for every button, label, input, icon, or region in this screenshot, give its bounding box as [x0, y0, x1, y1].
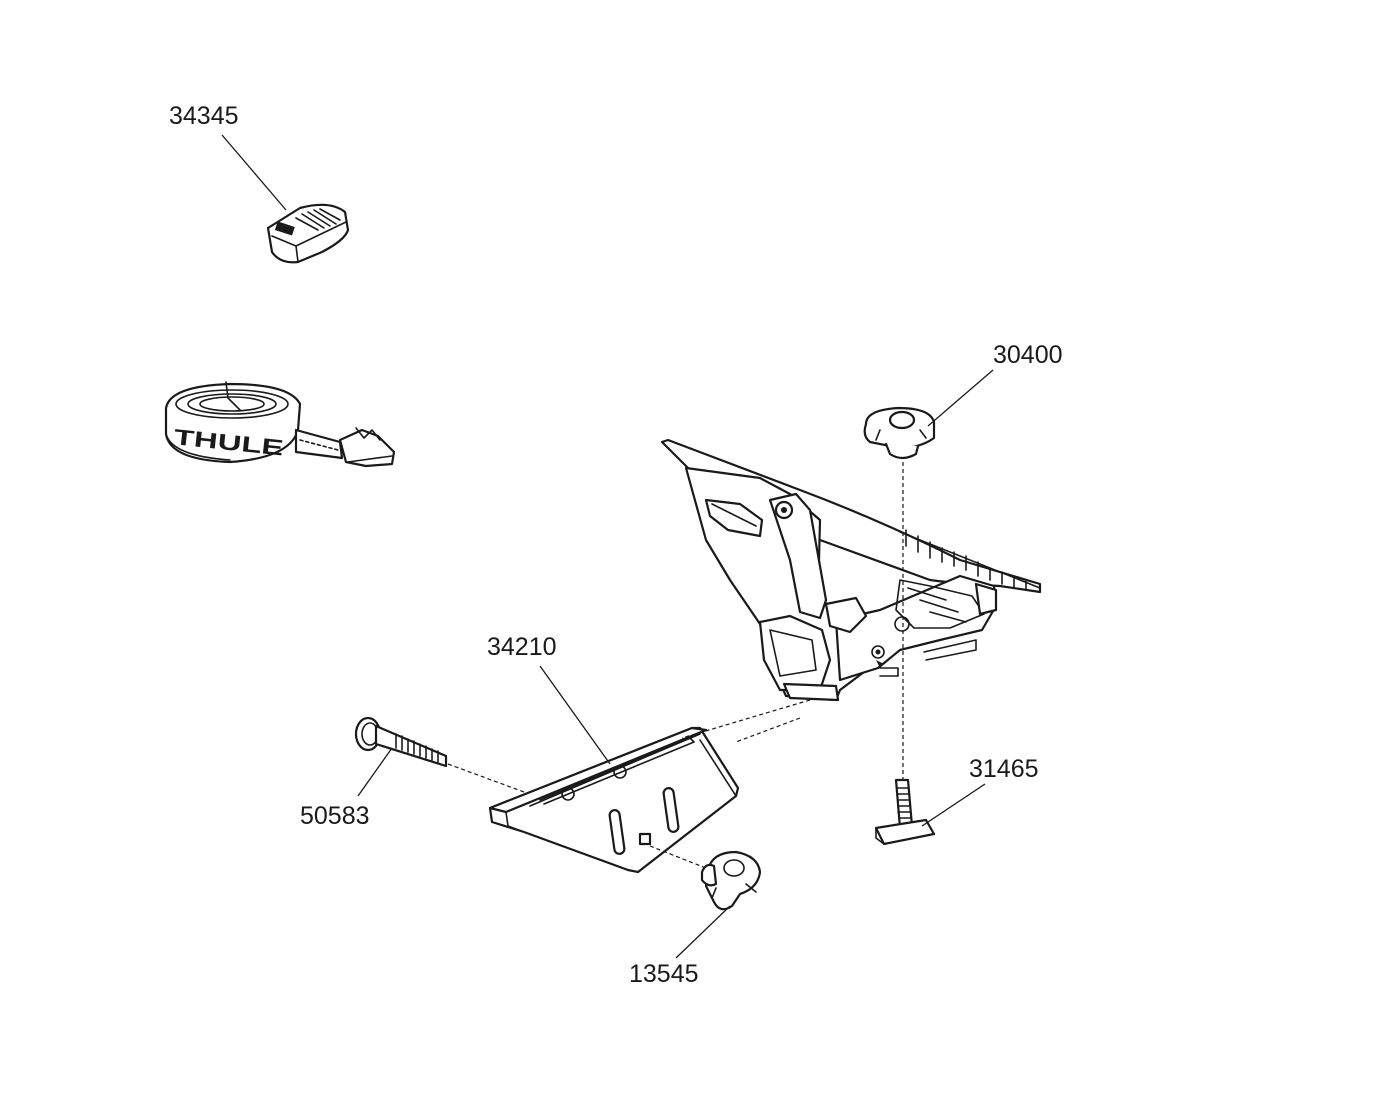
label-50583: 50583 [300, 802, 370, 830]
leader-31465 [921, 783, 986, 827]
axis-line-holder-bracket-1 [681, 699, 811, 739]
axis-line-bolt-bracket [447, 763, 525, 793]
label-30400: 30400 [993, 341, 1063, 369]
leader-34210 [539, 665, 611, 765]
part-31465-t-bolt [874, 778, 936, 846]
part-13545-side-knob [700, 850, 762, 911]
leader-30400 [927, 369, 994, 427]
part-34210-bracket-plate [488, 726, 740, 874]
leader-50583 [357, 747, 393, 797]
label-13545: 13545 [629, 960, 699, 988]
part-30400-top-knob [863, 406, 936, 460]
leader-13545 [675, 905, 731, 959]
leader-34345 [221, 134, 287, 211]
label-34345: 34345 [169, 102, 239, 130]
label-31465: 31465 [969, 755, 1039, 783]
main-holder-body [660, 438, 1042, 702]
strap-with-buckle: THULE [164, 381, 396, 468]
part-50583-bolt [354, 716, 448, 768]
part-34345-buckle-cover [266, 203, 350, 264]
label-34210: 34210 [487, 633, 557, 661]
axis-line-holder-bracket-2 [735, 717, 801, 743]
